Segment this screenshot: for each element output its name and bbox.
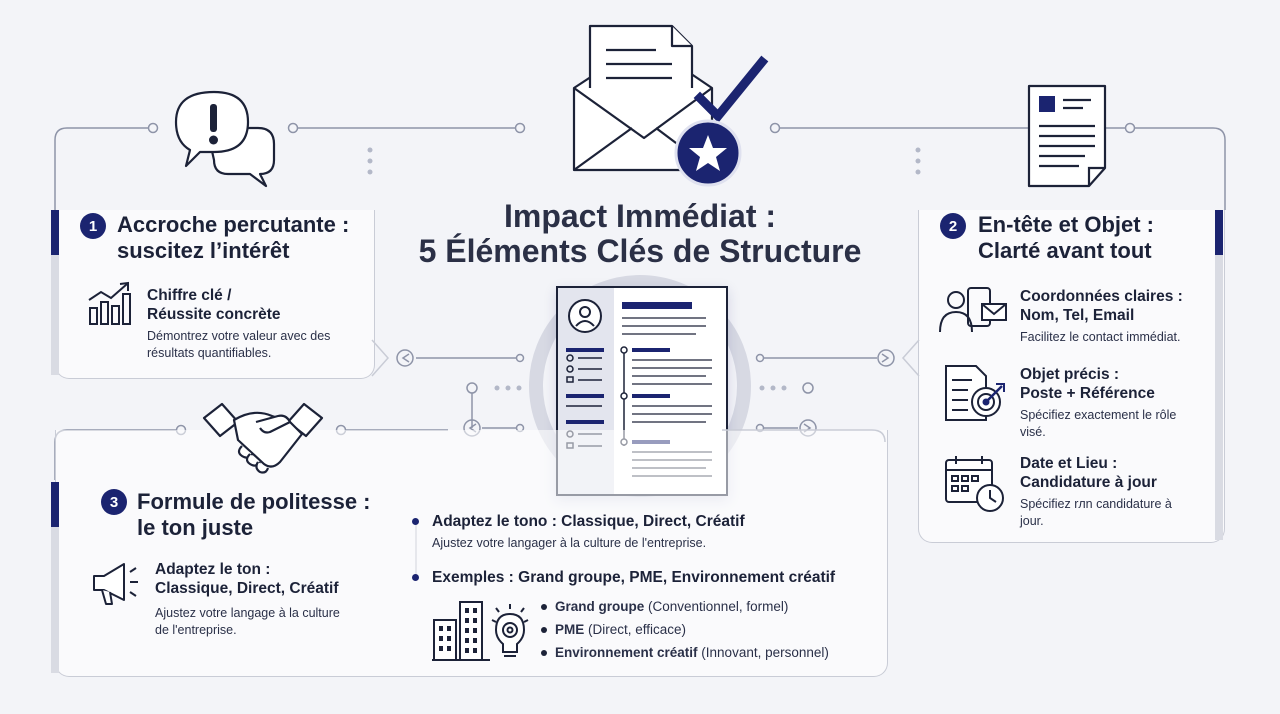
section2-item1-title-line1: Coordonnées claires : — [1020, 288, 1183, 305]
card1-accent-light — [51, 255, 59, 375]
handshake-icon — [202, 402, 324, 474]
example3: Environnement créatif (Innovant, personn… — [555, 644, 829, 661]
calendar-clock-icon — [945, 456, 1004, 512]
example1-rest: (Conventionnel, formel) — [644, 599, 789, 614]
star-badge-icon — [674, 119, 742, 187]
center-point2-title: Exemples : Grand groupe, PME, Environnem… — [432, 569, 836, 586]
example2-rest: (Direct, efficace) — [584, 622, 687, 637]
section2-item2-desc-line2: visé. — [1020, 425, 1046, 439]
number-badge-1: 1 — [80, 213, 106, 239]
section3-item-desc-line1: Ajustez votre langage à la culture — [155, 606, 340, 620]
center-point1-bullet — [412, 518, 419, 525]
envelope-check-icon — [572, 24, 769, 172]
example3-bold: Environnement créatif — [555, 645, 698, 660]
example1: Grand groupe (Conventionnel, formel) — [555, 598, 788, 615]
buildings-icon — [432, 601, 490, 661]
example3-rest: (Innovant, personnel) — [697, 645, 829, 660]
card1-accent — [51, 210, 59, 255]
example3-bullet — [541, 650, 547, 656]
section1-item-title-line1: Chiffre clé / — [147, 287, 232, 304]
section2-item2-desc-line1: Spécifiez exactement le rôle — [1020, 408, 1177, 422]
section1-heading-line1: Accroche percutante : — [117, 212, 350, 237]
section1-item-desc-line2: résultats quantifiables. — [147, 346, 272, 360]
section1-item-title-line2: Réussite concrète — [147, 306, 281, 323]
target-document-icon — [945, 365, 1005, 421]
title-line2: 5 Éléments Clés de Structure — [418, 233, 862, 269]
section3-heading-line2: le ton juste — [137, 515, 254, 540]
section1-heading-line2: suscitez l’intérêt — [117, 238, 290, 263]
example2: PME (Direct, efficace) — [555, 621, 686, 638]
megaphone-icon — [93, 563, 138, 605]
title-line1: Impact Immédiat : — [503, 198, 777, 234]
card-accroche — [55, 210, 375, 379]
chart-growth-icon — [88, 281, 131, 325]
card3-accent-light — [51, 527, 59, 673]
example2-bold: PME — [555, 622, 585, 637]
section1-item-desc-line1: Démontrez votre valeur avec des — [147, 329, 331, 343]
section2-item1-desc-line1: Facilitez le contact immédiat. — [1020, 330, 1181, 344]
card3-accent — [51, 482, 59, 527]
example2-bullet — [541, 627, 547, 633]
example1-bold: Grand groupe — [555, 599, 645, 614]
lightbulb-gear-icon — [491, 604, 529, 657]
section2-item2-title-line1: Objet précis : — [1020, 366, 1120, 383]
section2-item1-title-line2: Nom, Tel, Email — [1020, 307, 1135, 324]
card2-pointer — [901, 339, 920, 377]
card2-accent — [1215, 210, 1223, 255]
section3-heading-line1: Formule de politesse : — [137, 489, 371, 514]
section2-item2-title-line2: Poste + Référence — [1020, 385, 1155, 402]
section2-item3-title-line2: Candidature à jour — [1020, 474, 1157, 491]
section2-item3-desc-line2: jour. — [1020, 514, 1044, 528]
section2-item3-desc-line1: Spécifiez rлn candidature à — [1020, 497, 1172, 511]
alert-speech-icon — [174, 90, 276, 188]
card1-pointer — [371, 339, 390, 377]
section2-heading-line1: En-tête et Objet : — [978, 212, 1155, 237]
center-point1-title: Adaptez le tono : Classique, Direct, Cré… — [432, 513, 745, 530]
example1-bullet — [541, 604, 547, 610]
number-badge-2: 2 — [940, 213, 966, 239]
card3-top-right-border — [722, 429, 886, 443]
document-icon — [1027, 84, 1107, 188]
center-point2-bullet — [412, 574, 419, 581]
number-badge-3: 3 — [101, 489, 127, 515]
section2-heading-line2: Clarté avant tout — [978, 238, 1152, 263]
section3-item-title-line1: Adaptez le ton : — [155, 561, 271, 578]
contact-icon — [939, 287, 1007, 333]
card2-accent-light — [1215, 255, 1223, 540]
section2-item3-title-line1: Date et Lieu : — [1020, 455, 1118, 472]
section3-item-desc-line2: de l'entreprise. — [155, 623, 237, 637]
section3-item-title-line2: Classique, Direct, Créatif — [155, 580, 339, 597]
center-point1-desc: Ajustez votre langager à la culture de l… — [432, 536, 707, 550]
